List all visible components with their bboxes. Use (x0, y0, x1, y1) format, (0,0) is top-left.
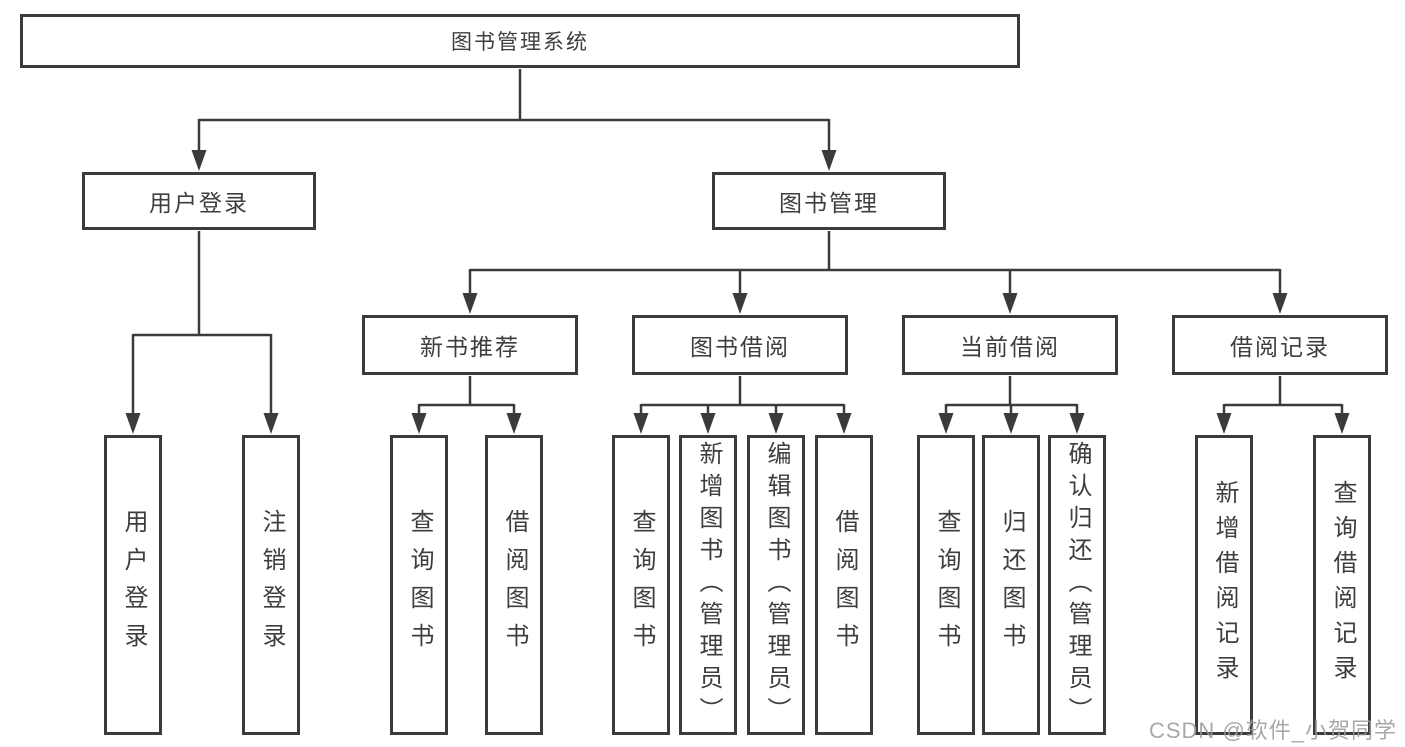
arrow-down-icon (263, 413, 279, 434)
node-new-book-recommend: 新书推荐 (362, 315, 578, 375)
leaf-bb-query-books: 查询图书 (612, 435, 670, 735)
leaf-br-add-record: 新增借阅记录 (1195, 435, 1253, 735)
arrow-down-icon (506, 413, 522, 434)
arrow-down-icon (1002, 293, 1018, 314)
node-user-login: 用户登录 (82, 172, 316, 230)
arrow-down-icon (125, 413, 141, 434)
leaf-bb-borrow-books: 借阅图书 (815, 435, 873, 735)
arrow-down-icon (462, 293, 478, 314)
csdn-watermark: CSDN @软件_小贺同学 (1148, 718, 1397, 743)
leaf-user-login: 用户登录 (104, 435, 162, 735)
arrow-down-icon (1216, 413, 1232, 434)
arrow-down-icon (732, 293, 748, 314)
node-root-system: 图书管理系统 (20, 14, 1020, 68)
arrow-down-icon (1003, 413, 1019, 434)
leaf-logout: 注销登录 (242, 435, 300, 735)
leaf-bb-edit-books-admin: 编辑图书（管理员） (747, 435, 805, 735)
connector-book-mgmt-to-level3 (468, 231, 1282, 297)
arrow-down-icon (191, 150, 207, 171)
arrow-down-icon (700, 413, 716, 434)
leaf-cb-return-books: 归还图书 (982, 435, 1040, 735)
arrow-down-icon (1069, 413, 1085, 434)
node-current-borrow: 当前借阅 (902, 315, 1118, 375)
leaf-rec-query-books: 查询图书 (390, 435, 448, 735)
leaf-rec-borrow-books: 借阅图书 (485, 435, 543, 735)
arrow-down-icon (938, 413, 954, 434)
leaf-br-query-record: 查询借阅记录 (1313, 435, 1371, 735)
node-book-management: 图书管理 (712, 172, 946, 230)
connector-book-borrow-to-leaves (639, 376, 846, 416)
node-book-borrow: 图书借阅 (632, 315, 848, 375)
arrow-down-icon (1334, 413, 1350, 434)
connector-new-book-rec-to-leaves (417, 376, 516, 416)
node-borrow-record: 借阅记录 (1172, 315, 1388, 375)
arrow-down-icon (1272, 293, 1288, 314)
connector-user-login-to-leaves (131, 231, 273, 416)
leaf-bb-add-books-admin: 新增图书（管理员） (679, 435, 737, 735)
leaf-cb-confirm-return-admin: 确认归还（管理员） (1048, 435, 1106, 735)
leaf-cb-query-books: 查询图书 (917, 435, 975, 735)
arrow-down-icon (836, 413, 852, 434)
arrow-down-icon (633, 413, 649, 434)
connector-root-to-level2 (197, 69, 831, 153)
connector-current-borrow-to-leaves (944, 376, 1079, 416)
arrow-down-icon (821, 150, 837, 171)
arrow-down-icon (411, 413, 427, 434)
connector-borrow-record-to-leaves (1222, 376, 1344, 416)
arrow-down-icon (768, 413, 784, 434)
